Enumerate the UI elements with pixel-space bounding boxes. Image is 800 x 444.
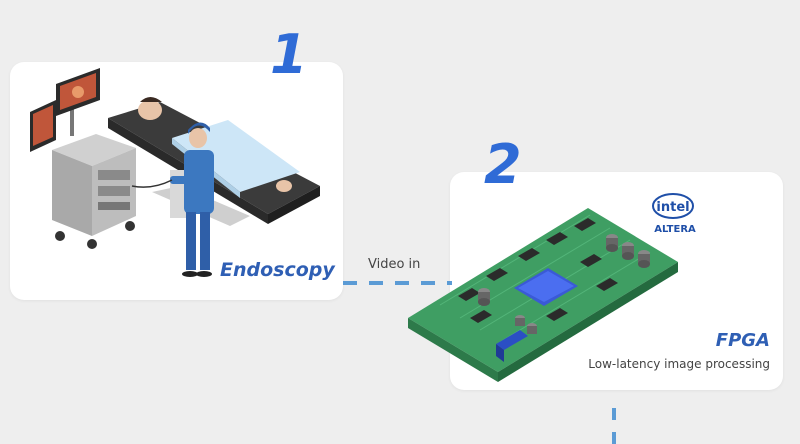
fpga-subtitle: Low-latency image processing [588, 357, 770, 371]
intel-altera-logo: intel ALTERA [652, 193, 696, 235]
fpga-board-illustration [408, 208, 678, 382]
logo-brand-bottom: ALTERA [654, 224, 696, 235]
step-number-2: 2 [484, 133, 522, 196]
connector-label-video-in: Video in [368, 257, 421, 272]
logo-brand-top: intel [656, 200, 689, 215]
endoscopy-illustration [30, 68, 320, 277]
endoscopy-title: Endoscopy [220, 259, 335, 281]
step-number-1: 1 [270, 23, 308, 86]
fpga-title: FPGA [715, 330, 770, 351]
